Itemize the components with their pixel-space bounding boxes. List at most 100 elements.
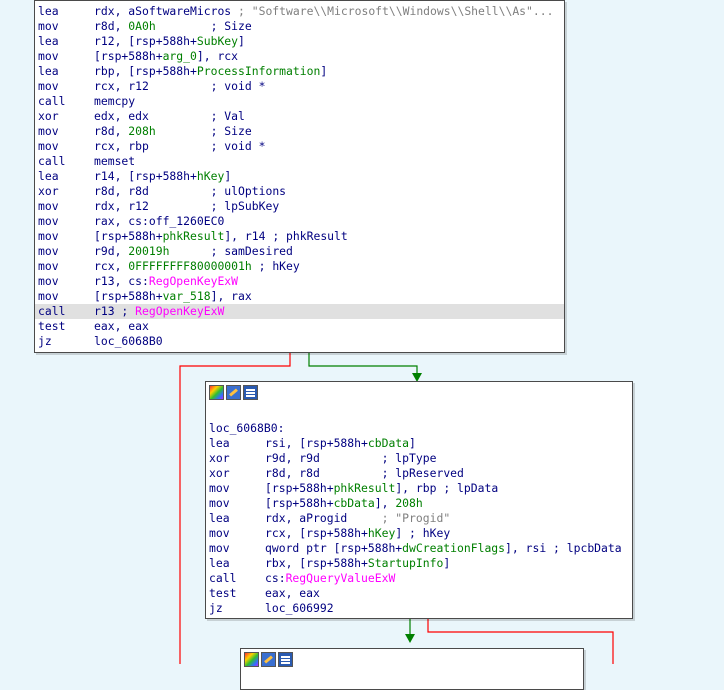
- operand-token: rbp, [rsp+588h+: [94, 64, 197, 78]
- mnemonic: mov: [209, 526, 230, 540]
- edit-icon[interactable]: [261, 652, 276, 667]
- operand-token: 20019h: [128, 244, 170, 258]
- operands: loc_6068B0: [94, 334, 163, 349]
- edit-icon[interactable]: [226, 385, 241, 400]
- operand-token: rcx, r12: [94, 79, 211, 93]
- operand-token: ; Size: [155, 19, 252, 33]
- operand-token: [rsp+588h+: [94, 289, 163, 303]
- operand-token: ; samDesired: [169, 244, 293, 258]
- operand-token: ]: [320, 64, 328, 78]
- operand-token: RegOpenKeyExW: [148, 274, 239, 288]
- false-branch-edge: [179, 352, 291, 664]
- mnemonic: lea: [38, 169, 59, 183]
- operands: [rsp+588h+var_518], rax: [94, 289, 252, 304]
- operands: [rsp+588h+phkResult], r14 ; phkResult: [94, 229, 348, 244]
- operands: r8d, 208h ; Size: [94, 124, 252, 139]
- operand-token: r12, [rsp+588h+: [94, 34, 197, 48]
- mnemonic: call: [38, 304, 66, 318]
- graph-edges: [179, 352, 614, 664]
- instruction-line[interactable]: mov[rsp+588h+cbData], 208h: [206, 496, 632, 511]
- operand-token: ], rsi ; lpcbData: [505, 541, 622, 555]
- operands: eax, eax: [265, 586, 320, 601]
- operand-token: [rsp+588h+: [265, 496, 334, 510]
- instruction-line[interactable]: mov rcx, [rsp+588h+hKey] ; hKey: [206, 526, 632, 541]
- mnemonic: jz: [38, 334, 52, 348]
- instruction-line[interactable]: mov[rsp+588h+phkResult], rbp ; lpData: [206, 481, 632, 496]
- instruction-line[interactable]: mov[rsp+588h+phkResult], r14 ; phkResult: [35, 229, 564, 244]
- operands: r9d, 20019h ; samDesired: [94, 244, 293, 259]
- instruction-line[interactable]: mov[rsp+588h+var_518], rax: [35, 289, 564, 304]
- operand-token: rcx, [rsp+588h+: [265, 526, 368, 540]
- operand-token: loc_6068B0: [94, 334, 163, 348]
- mnemonic: lea: [38, 64, 59, 78]
- operand-token: rax, cs:off_1260EC0: [94, 214, 225, 228]
- list-icon[interactable]: [243, 385, 258, 400]
- operands: rcx, [rsp+588h+hKey] ; hKey: [265, 526, 450, 541]
- operand-token: ]: [238, 34, 245, 48]
- mnemonic: lea: [209, 556, 230, 570]
- operand-token: memcpy: [94, 94, 136, 108]
- operand-token: dwCreationFlags: [402, 541, 506, 555]
- operand-token: 0FFFFFFFF80000001h: [128, 259, 252, 273]
- operand-token: RegOpenKeyExW: [135, 304, 225, 318]
- instruction-line[interactable]: xor r9d, r9d ; lpType: [206, 451, 632, 466]
- operands: rsi, [rsp+588h+cbData]: [265, 436, 416, 451]
- mnemonic: xor: [209, 451, 230, 465]
- true-branch-arrowhead: [412, 373, 422, 382]
- operands: qword ptr [rsp+588h+dwCreationFlags], rs…: [265, 541, 622, 556]
- code-block-3[interactable]: [240, 648, 584, 690]
- operand-token: qword ptr [rsp+588h+: [265, 541, 403, 555]
- instruction-line[interactable]: mov rax, cs:off_1260EC0: [35, 214, 564, 229]
- list-icon[interactable]: [278, 652, 293, 667]
- mnemonic: jz: [209, 601, 223, 615]
- operand-token: StartupInfo: [367, 556, 444, 570]
- operand-token: r9d,: [94, 244, 129, 258]
- block2-label[interactable]: loc_6068B0:: [209, 421, 285, 435]
- operand-token: rdx, r12: [94, 199, 211, 213]
- operand-token: [rsp+588h+: [94, 229, 163, 243]
- instruction-line[interactable]: jz loc_6068B0: [35, 334, 564, 349]
- instruction-line[interactable]: mov[rsp+588h+arg_0], rcx: [35, 49, 564, 64]
- palette-icon[interactable]: [244, 652, 259, 667]
- operands: r9d, r9d ; lpType: [265, 451, 436, 466]
- mnemonic: mov: [38, 214, 59, 228]
- mnemonic: mov: [38, 49, 59, 63]
- operand-token: hKey: [367, 526, 396, 540]
- operand-token: ; lpSubKey: [210, 199, 280, 213]
- operand-token: ; lpReserved: [381, 466, 464, 480]
- operand-token: r8d, r8d: [94, 184, 211, 198]
- operand-token: r9d, r9d: [265, 451, 382, 465]
- operand-token: ] ; hKey: [395, 526, 451, 540]
- operand-token: rdx, aSoftwareMicros: [94, 4, 239, 18]
- palette-icon[interactable]: [209, 385, 224, 400]
- operand-token: ; void *: [210, 79, 266, 93]
